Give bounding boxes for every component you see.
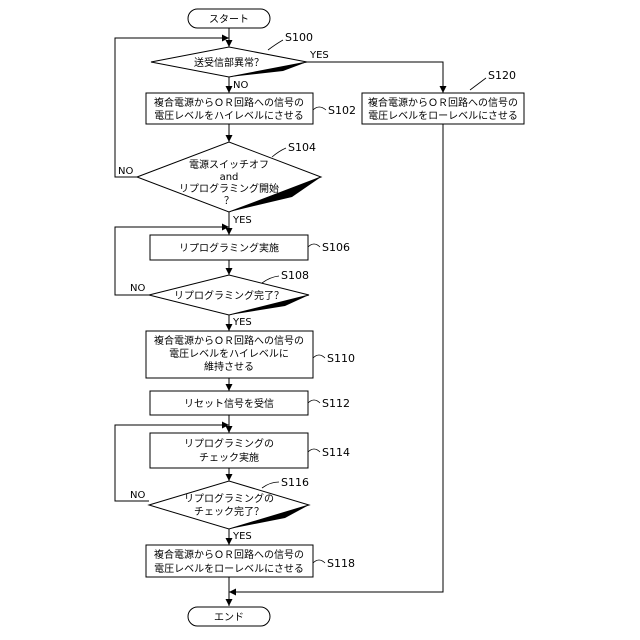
step-label-s118: S118 [327,557,355,570]
process-s106-line-0: リプログラミング実施 [179,242,279,255]
process-s114-line-1: チェック実施 [199,451,259,464]
branch-s108-yes: YES [232,317,252,328]
process-s118-line-0: 複合電源からＯＲ回路への信号の [154,548,304,561]
process-s114-line-0: リプログラミングの [184,437,274,450]
decision-s104-line-0: 電源スイッチオフ [189,158,269,171]
process-s112-line-0: リセット信号を受信 [184,398,274,410]
leader-s118 [313,560,325,563]
step-label-s120: S120 [488,69,516,82]
leader-s106 [308,244,320,247]
edge-s100-yes-s120 [307,62,443,93]
process-s110: 複合電源からＯＲ回路への信号の 電圧レベルをハイレベルに 維持させる [146,331,313,378]
branch-s116-yes: YES [232,531,252,542]
decision-s100-line-0: 送受信部異常？ [194,56,264,69]
step-label-s104: S104 [288,141,316,154]
decision-s116-line-0: リプログラミングの [184,492,274,505]
step-label-s108: S108 [281,269,309,282]
decision-s108-line-0: リプログラミング完了？ [174,289,284,302]
branch-s104-yes: YES [232,215,252,226]
step-label-s116: S116 [281,476,309,489]
leader-s112 [308,400,320,403]
process-s112: リセット信号を受信 [150,391,308,415]
leader-s108 [262,276,279,283]
process-s102-line-1: 電圧レベルをハイレベルにさせる [154,110,304,122]
process-s110-line-0: 複合電源からＯＲ回路への信号の [154,334,304,347]
branch-s108-no: NO [130,283,145,294]
process-s120-line-1: 電圧レベルをローレベルにさせる [368,110,518,122]
end-terminal: エンド [188,607,270,626]
decision-s104-line-1: and [220,172,239,183]
process-s102-line-0: 複合電源からＯＲ回路への信号の [154,96,304,109]
start-terminal: スタート [188,9,270,28]
process-s114: リプログラミングの チェック実施 [150,433,308,468]
process-s120: 複合電源からＯＲ回路への信号の 電圧レベルをローレベルにさせる [362,93,524,124]
start-label: スタート [209,14,249,26]
leader-s110 [313,355,325,358]
process-s120-line-0: 複合電源からＯＲ回路への信号の [368,96,518,109]
branch-s100-yes: YES [309,50,329,61]
leader-s114 [308,449,320,452]
step-label-s100: S100 [285,31,313,44]
decision-s116-line-1: チェック完了？ [194,505,264,518]
process-s110-line-1: 電圧レベルをハイレベルに [169,348,289,360]
step-label-s110: S110 [327,352,355,365]
process-s102: 複合電源からＯＲ回路への信号の 電圧レベルをハイレベルにさせる [146,93,313,124]
branch-s116-no: NO [130,490,145,501]
leader-s104 [272,148,286,157]
leader-s116 [262,482,279,488]
step-label-s102: S102 [328,104,356,117]
decision-s100: 送受信部異常？ [151,47,307,77]
leader-s120 [470,78,486,90]
leader-s100 [268,40,283,50]
process-s118-line-1: 電圧レベルをローレベルにさせる [154,563,304,575]
branch-s100-no: NO [233,80,248,91]
step-label-s114: S114 [322,446,350,459]
decision-s104-line-3: ？ [224,196,234,207]
process-s106: リプログラミング実施 [150,235,308,260]
leader-s102 [313,107,326,110]
step-label-s112: S112 [322,397,350,410]
process-s118: 複合電源からＯＲ回路への信号の 電圧レベルをローレベルにさせる [146,545,313,577]
branch-s104-no: NO [118,166,133,177]
process-s110-line-2: 維持させる [204,360,254,373]
end-label: エンド [214,613,244,624]
decision-s104-line-2: リプログラミング開始 [179,182,279,195]
step-label-s106: S106 [322,241,350,254]
